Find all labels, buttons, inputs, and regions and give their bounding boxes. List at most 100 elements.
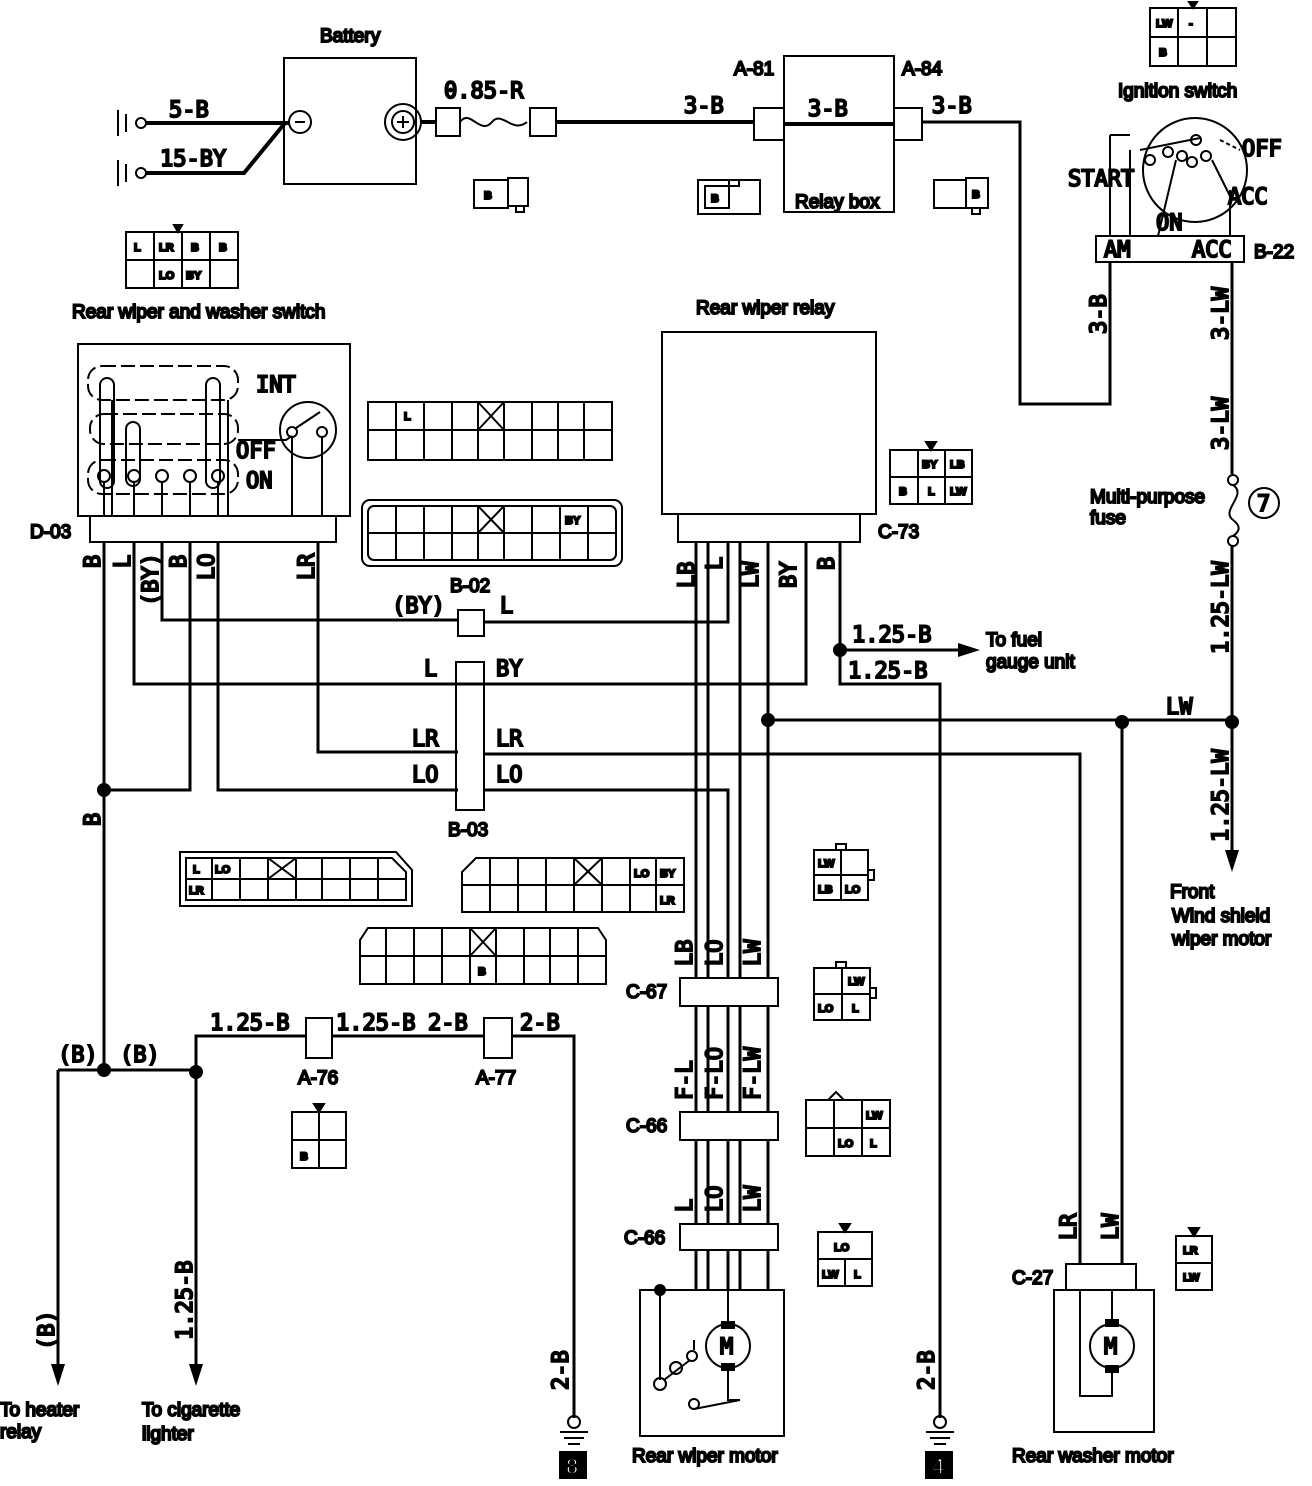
relay-connector-icon: [697, 179, 761, 215]
to-fuel-gauge-2: gauge unit: [986, 652, 1075, 673]
d03-pin-lr: LR: [159, 242, 174, 254]
c66-a-pin-l: L: [870, 1138, 877, 1150]
c73-pin-by: BY: [922, 459, 938, 471]
wire-c66-lw: LW: [741, 1185, 766, 1212]
c66-face-a: [805, 1090, 891, 1157]
b02-connector-face-top: [367, 401, 613, 461]
wire-c66-lo: LO: [703, 1186, 728, 1213]
connector-b02-body: [457, 609, 485, 637]
a84-connector-icon: [933, 177, 989, 215]
wire-125b-gnd: 1.25-B: [848, 659, 927, 684]
connector-c66b: C-66: [624, 1228, 665, 1249]
a84-connector-pin: B: [972, 189, 980, 201]
wire-heater-b: (B): [35, 1310, 60, 1350]
d03-pin-l: L: [134, 242, 141, 254]
connector-c66a: C-66: [626, 1116, 667, 1137]
fusible-link-left: [435, 107, 461, 137]
wire-b02-l: L: [500, 594, 513, 619]
a76-connector-face: [291, 1103, 347, 1169]
connector-a76-body: [305, 1017, 333, 1059]
ign-acc-pin: ACC: [1192, 238, 1232, 263]
c67-a-pin-lb: LB: [818, 884, 833, 896]
wire-c67-lw: LW: [741, 939, 766, 966]
ign-pin-b: B: [1159, 47, 1167, 59]
c73-pin-l: L: [928, 486, 935, 498]
wire-d03-by: (BY): [139, 553, 164, 606]
battery-label: Battery: [320, 26, 381, 47]
wire-b03-lo-right: LO: [496, 763, 523, 788]
wire-flo: F-LO: [703, 1047, 728, 1100]
connector-c27: C-27: [1012, 1268, 1053, 1289]
wire-lw: LW: [1166, 695, 1193, 720]
ign-acc: ACC: [1228, 185, 1268, 210]
fuse-number: 7: [1257, 492, 1270, 517]
wire-label-125lw-b: 1.25-LW: [1209, 749, 1234, 842]
connector-a76: A-76: [298, 1068, 338, 1089]
wire-c66-l: L: [673, 1199, 698, 1212]
c66-b-pin-lo: LO: [834, 1242, 850, 1254]
wire-label-085r: 0.85-R: [444, 79, 524, 104]
ground-8-label: 8: [566, 1454, 578, 1479]
c67-a-pin-lo: LO: [845, 884, 861, 896]
wire-c67-lb: LB: [673, 940, 698, 967]
b02-face-pin-l: L: [404, 411, 411, 423]
wire-paren-b-1: (B): [58, 1043, 98, 1068]
connector-c67: C-67: [626, 982, 667, 1003]
rear-wiper-motor: [639, 1284, 785, 1437]
b02-connector-face-bottom: [361, 499, 623, 567]
connector-b02: B-02: [450, 576, 490, 597]
c73-pin-b: B: [899, 486, 907, 498]
front-wiper-label-2: Wind shield: [1172, 906, 1270, 927]
to-heater-relay-2: relay: [0, 1422, 42, 1443]
switch-off: OFF: [236, 439, 276, 464]
wire-2b-gnd8: 2-B: [549, 1350, 574, 1390]
wire-125b-a: 1.25-B: [210, 1011, 289, 1036]
front-wiper-label-1: Front: [1170, 882, 1215, 903]
wire-label-3b-b: 3-B: [808, 97, 848, 122]
wire-paren-b-2: (B): [120, 1043, 160, 1068]
battery-connector-pin: B: [484, 190, 492, 202]
to-cigarette-lighter-2: lighter: [142, 1424, 194, 1445]
b03-connector-face-right: [461, 857, 685, 913]
d03-pin-lo: LO: [159, 270, 175, 282]
c67-face-a: [813, 843, 875, 901]
wire-b03-l: L: [424, 657, 437, 682]
b03-bottom-pin-b: B: [478, 966, 486, 978]
wire-cig-125b: 1.25-B: [173, 1261, 198, 1340]
switch-on: ON: [246, 469, 273, 494]
multi-purpose-fuse: [1228, 484, 1240, 537]
connector-c66b-body: [679, 1223, 779, 1251]
wire-b03-lr-right: LR: [496, 727, 523, 752]
ground-8-symbol: [559, 1415, 588, 1479]
fuse-terminal-bottom: [1227, 535, 1239, 547]
rear-wiper-motor-m: M: [720, 1335, 733, 1360]
wire-label-3lw-b: 3-LW: [1209, 396, 1234, 450]
connector-c73-body: [677, 513, 861, 543]
c66-b-pin-lw: LW: [822, 1269, 839, 1281]
d03-pin-b2: B: [219, 242, 227, 254]
connector-c66a-body: [679, 1111, 779, 1141]
splice-fuel: [833, 643, 847, 657]
wire-label-3b-c: 3-B: [932, 94, 972, 119]
wire-b03-lr-left: LR: [412, 727, 439, 752]
connector-b03: B-03: [448, 820, 488, 841]
multi-purpose-fuse-label-2: fuse: [1090, 508, 1126, 529]
ign-pin-lw: LW: [1156, 18, 1173, 30]
ignition-switch: [1095, 117, 1248, 263]
fuel-gauge-arrow: [958, 643, 980, 657]
wire-flw: F-LW: [741, 1046, 766, 1100]
c67-b-pin-lw: LW: [848, 976, 865, 988]
ign-off: OFF: [1242, 137, 1282, 162]
battery-connector-icon: [473, 177, 529, 213]
c67-a-pin-lw: LW: [818, 858, 835, 870]
to-heater-relay-1: To heater: [0, 1400, 80, 1421]
wire-b03-by: BY: [496, 657, 523, 682]
rear-wiper-relay: [661, 331, 877, 515]
ign-on: ON: [1156, 211, 1183, 236]
b03-left-pin-l: L: [193, 864, 200, 876]
ignition-connector-icon: [1149, 1, 1237, 67]
wire-c27-lr: LR: [1057, 1213, 1082, 1240]
c67-b-pin-lo: LO: [818, 1003, 834, 1015]
fusible-link: [459, 116, 528, 128]
